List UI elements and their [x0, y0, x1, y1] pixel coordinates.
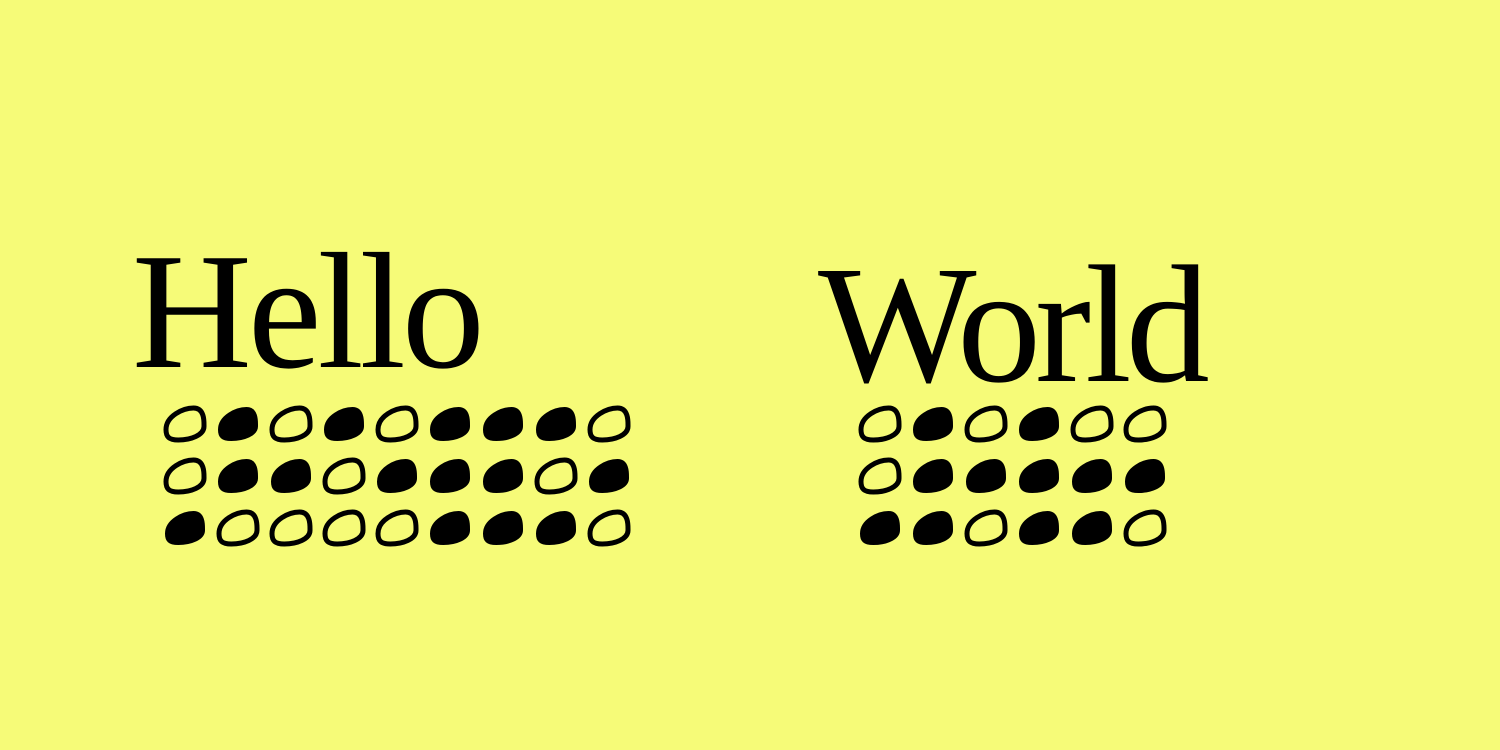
filled-dot [429, 458, 471, 494]
filled-dot [912, 458, 954, 494]
filled-dot [588, 458, 630, 494]
filled-dot [1071, 458, 1113, 494]
outline-dot [163, 457, 207, 495]
filled-dot [482, 406, 524, 442]
outline-dot [1123, 509, 1167, 547]
outline-dot [322, 457, 366, 495]
outline-dot [1123, 405, 1167, 443]
filled-dot [965, 458, 1007, 494]
outline-dot [375, 509, 419, 547]
outline-dot [858, 405, 902, 443]
outline-dot [1070, 405, 1114, 443]
filled-dot [323, 406, 365, 442]
filled-dot [217, 458, 259, 494]
outline-dot [858, 457, 902, 495]
outline-dot [269, 405, 313, 443]
filled-dot [164, 510, 206, 546]
filled-dot [1018, 510, 1060, 546]
outline-dot [587, 405, 631, 443]
filled-dot [1124, 458, 1166, 494]
filled-dot [859, 510, 901, 546]
outline-dot [322, 509, 366, 547]
dot-grid-svg [163, 405, 631, 547]
filled-dot [429, 510, 471, 546]
dot-grid-svg [858, 405, 1167, 547]
word-world: World [818, 232, 1210, 418]
filled-dot [1018, 406, 1060, 442]
outline-dot [269, 509, 313, 547]
filled-dot [912, 510, 954, 546]
filled-dot [376, 458, 418, 494]
filled-dot [535, 406, 577, 442]
outline-dot [375, 405, 419, 443]
dot-pattern-world [858, 405, 1167, 547]
word-hello: Hello [132, 219, 485, 403]
filled-dot [482, 510, 524, 546]
outline-dot [163, 405, 207, 443]
outline-dot [964, 509, 1008, 547]
filled-dot [217, 406, 259, 442]
filled-dot [912, 406, 954, 442]
filled-dot [1071, 510, 1113, 546]
outline-dot [964, 405, 1008, 443]
filled-dot [482, 458, 524, 494]
dot-pattern-hello [163, 405, 631, 547]
outline-dot [587, 509, 631, 547]
filled-dot [1018, 458, 1060, 494]
outline-dot [534, 457, 578, 495]
filled-dot [429, 406, 471, 442]
outline-dot [216, 509, 260, 547]
filled-dot [270, 458, 312, 494]
filled-dot [535, 510, 577, 546]
